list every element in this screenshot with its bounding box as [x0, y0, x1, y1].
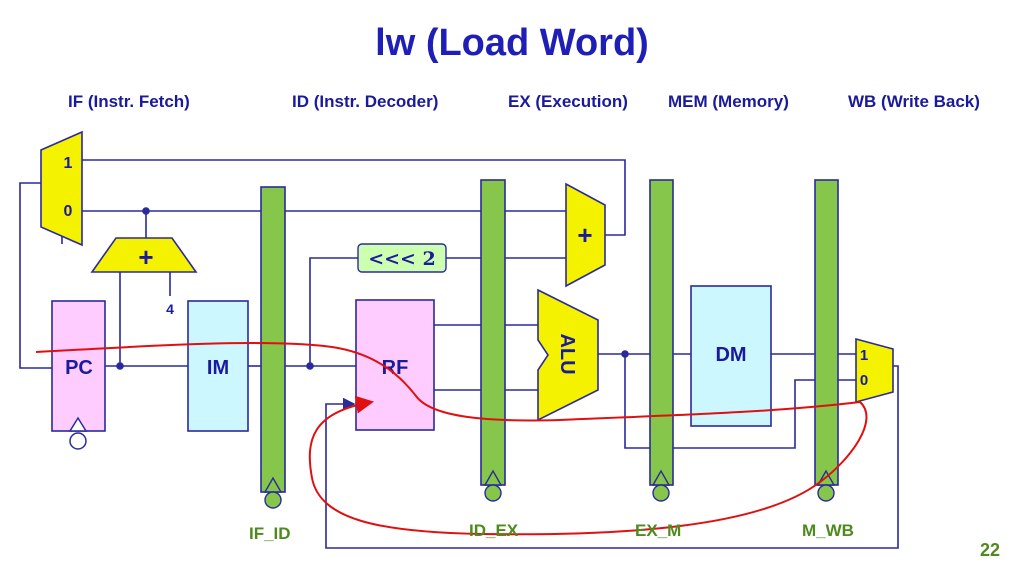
shift-left-two-label: <<< 2	[368, 248, 436, 270]
pc-clock-triangle	[68, 416, 88, 432]
dm-label: DM	[715, 344, 746, 366]
im-label: IM	[207, 357, 229, 379]
ex-adder-symbol: +	[577, 220, 592, 250]
alu	[537, 288, 599, 422]
pc-mux	[40, 130, 83, 247]
pc-label: PC	[65, 357, 93, 379]
ex-m-label: EX_M	[635, 521, 682, 540]
id-ex-register	[480, 179, 506, 502]
if-id-register	[260, 186, 286, 509]
m-wb-label: M_WB	[802, 521, 854, 540]
pc-clock-circle	[69, 432, 87, 450]
stage-label-wb: WB (Write Back)	[848, 92, 980, 111]
instruction-memory	[187, 300, 249, 432]
pc-mux-input-0: 0	[64, 203, 73, 220]
ex-branch-adder	[565, 182, 606, 288]
stage-label-id: ID (Instr. Decoder)	[292, 92, 439, 111]
slide-number: 22	[979, 540, 1000, 560]
ex-m-register	[649, 179, 674, 502]
constant-four: 4	[166, 301, 174, 317]
shift-left-two-box	[357, 243, 447, 273]
stage-label-if: IF (Instr. Fetch)	[68, 92, 190, 111]
wb-mux-input-0: 0	[860, 372, 868, 389]
data-memory	[690, 285, 772, 427]
alu-label: ALU	[556, 333, 578, 374]
slide-title: lw (Load Word)	[375, 22, 649, 64]
stage-label-mem: MEM (Memory)	[668, 92, 789, 111]
pc-mux-input-1: 1	[64, 155, 73, 172]
if-adder-symbol: +	[138, 242, 153, 272]
if-adder	[90, 237, 198, 273]
id-ex-label: ID_EX	[469, 521, 519, 540]
program-counter	[51, 300, 106, 432]
rf-label: RF	[382, 357, 409, 379]
wb-mux	[855, 337, 894, 404]
stage-label-ex: EX (Execution)	[508, 92, 628, 111]
load-word-trace	[35, 342, 868, 536]
m-wb-register	[814, 179, 839, 502]
wb-mux-input-1: 1	[860, 347, 868, 364]
if-id-label: IF_ID	[249, 524, 291, 543]
